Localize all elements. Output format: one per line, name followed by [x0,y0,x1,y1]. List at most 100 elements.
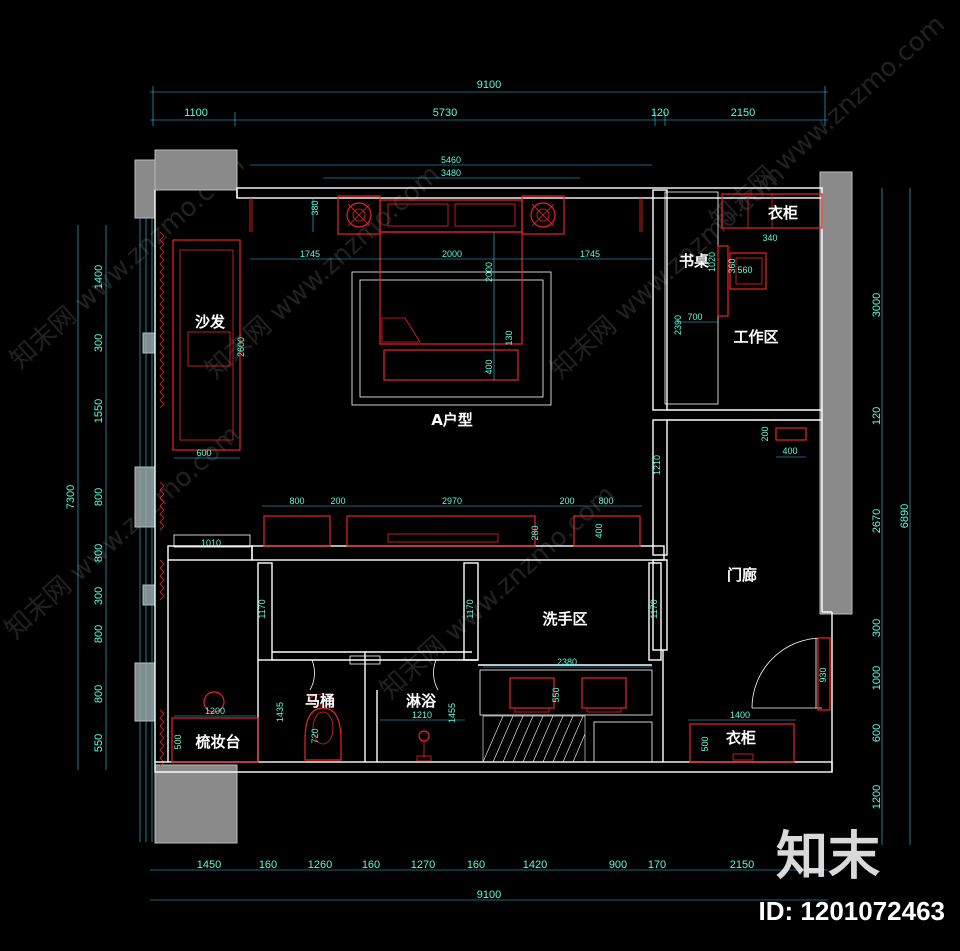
left-dimensions: 7300 1400 300 1550 800 800 300 800 800 5… [65,225,107,770]
bed-bench [383,349,519,381]
dim-bath-1170: 1170 [649,599,659,618]
toilet-icon [304,707,342,761]
dim-shower-1455: 1455 [447,703,457,723]
hatch-area [482,715,586,763]
study-group: 700 2390 1020 560 360 340 [673,193,823,335]
dim-tv-wall: 2970 [442,496,462,506]
dim-bed-bench: 400 [484,359,494,374]
desk [717,245,729,317]
dim-bottom-seg: 1420 [523,859,547,871]
dim-sofa-depth: 600 [196,448,211,458]
dim-study-1020: 1020 [707,252,717,272]
dim-tv-left: 800 [289,496,304,506]
dim-left-seg: 1550 [93,399,105,423]
wardrobe-bottom: 1400 500 [688,710,796,763]
dim-wardrobe-500: 500 [700,736,710,751]
dim-door-930: 930 [818,667,828,682]
dim-top-total: 9100 [477,79,501,91]
dim-bed-length: 2000 [484,262,494,282]
dim-study-2390: 2390 [673,315,683,335]
dim-wall-1210: 1210 [652,455,662,475]
bottom-dimensions: 1450 160 1260 160 1270 160 1420 900 170 … [150,859,828,901]
dim-left-seg: 550 [93,734,105,752]
bed [379,231,523,345]
brand-watermark: 知末 ID: 1201072463 [759,827,945,926]
label-unit: A户型 [431,411,473,429]
bathroom-fixtures: 2380 550 1170 1170 1170 1435 720 1210 14… [257,599,659,762]
dim-bottom-seg: 2150 [730,859,754,871]
dim-sofa-length: 2600 [236,337,246,357]
dim-bottom-seg: 160 [259,859,277,871]
dim-bottom-seg: 170 [648,859,666,871]
bed-dimensions: 5460 3480 1745 2000 1745 2000 130 400 38… [250,155,652,380]
dim-left-seg: 300 [93,334,105,352]
columns [134,149,853,844]
dim-right-seg: 120 [871,407,883,425]
label-wardrobe-bottom: 衣柜 [726,729,756,747]
sofa-group: 600 2600 [172,239,246,459]
dim-study-700: 700 [687,312,702,322]
dim-left-seg: 300 [93,587,105,605]
dim-bed-width: 2000 [442,249,462,259]
dim-left-seg: 800 [93,685,105,703]
dim-bottom-seg: 160 [467,859,485,871]
dim-entry-200: 200 [760,426,770,441]
basin-right [581,677,627,709]
bedside-left [337,195,381,235]
dim-bedwall-outer: 5460 [441,155,461,165]
dim-bottom-seg: 900 [609,859,627,871]
dim-tv-gap-right: 200 [559,496,574,506]
curtains [159,231,165,767]
dim-top-seg: 5730 [433,107,457,119]
sofa [172,239,241,451]
dim-wardrobe-1400: 1400 [730,710,750,720]
dim-bath-1170: 1170 [257,599,267,618]
dim-bottom-seg: 1270 [411,859,435,871]
dim-wardrobe-top: 340 [762,233,777,243]
label-toilet: 马桶 [305,692,335,710]
label-sofa: 沙发 [195,313,226,331]
dim-tv-cab-depth: 400 [594,523,604,538]
dim-right-seg: 1200 [871,785,883,809]
dresser-group: 1200 500 [171,691,259,763]
image-id: ID: 1201072463 [759,896,945,926]
dim-shower-1210: 1210 [412,710,432,720]
top-dimensions: 9100 1100 5730 120 2150 [150,79,828,126]
label-desk: 书桌 [679,252,710,270]
dim-top-seg: 120 [651,107,669,119]
dim-left-seg: 800 [93,625,105,643]
dim-cabinet: 1010 [201,538,221,548]
dim-dresser-500: 500 [173,734,183,749]
dim-right-seg: 600 [871,724,883,742]
brand-logo: 知末 [776,827,880,887]
window-glass [139,218,153,842]
dim-study-360: 360 [727,258,737,273]
dim-right-total: 6890 [899,504,911,528]
tv-wall: 800 200 2970 200 800 280 400 1010 1210 [173,455,662,548]
entry-shelf: 400 200 [760,426,807,458]
label-workspace: 工作区 [733,328,778,346]
label-wash: 洗手区 [542,610,587,628]
dim-bottom-total: 9100 [477,889,501,901]
right-dimensions: 3000 120 2670 300 1000 600 1200 6890 [871,188,911,845]
dim-top-seg: 1100 [184,107,208,119]
rug [351,271,552,406]
dim-bedside-right: 1745 [580,249,600,259]
walls [154,187,833,773]
dim-tv-gap-left: 200 [330,496,345,506]
shower-head-icon [418,730,430,742]
dim-toilet-1435: 1435 [275,702,285,722]
basin-left [509,677,555,709]
lamp-left-icon [346,202,372,228]
room-labels: 沙发 A户型 书桌 衣柜 工作区 门廊 洗手区 马桶 淋浴 梳妆台 衣柜 [195,204,798,751]
dim-basin-550: 550 [551,687,561,702]
dim-bottom-seg: 1260 [308,859,332,871]
dim-bedside-left: 1745 [300,249,320,259]
watermark-tile: 知末网 www.znzmo.com [375,479,621,705]
dim-left-seg: 800 [93,544,105,562]
dim-bedwall-inner: 3480 [441,168,461,178]
label-corridor: 门廊 [727,566,757,584]
label-wardrobe-top: 衣柜 [768,204,798,222]
dim-bottom-seg: 160 [362,859,380,871]
